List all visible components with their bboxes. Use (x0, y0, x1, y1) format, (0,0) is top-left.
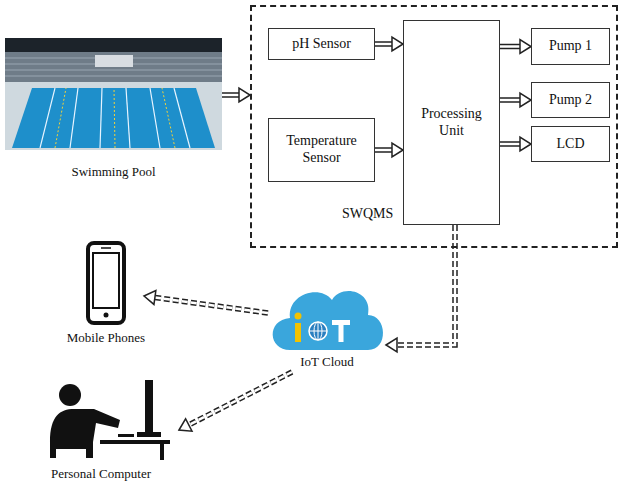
signal-arrow (500, 137, 531, 151)
processing-box: Processing Unit (403, 20, 500, 225)
icon-caption: Swimming Pool (0, 164, 242, 180)
box-label: Processing Unit (409, 106, 494, 140)
signal-arrow (375, 143, 403, 157)
cloud-icon (273, 291, 383, 350)
arrow-head (520, 137, 531, 151)
arrow-head (179, 419, 192, 431)
sensor-box: pH Sensor (268, 28, 375, 60)
phone-node: Mobile Phones (70, 238, 142, 346)
pool-photo (5, 38, 222, 150)
sensor-box: Temperature Sensor (268, 118, 375, 182)
connector-line (153, 297, 268, 313)
icon-caption: Personal Computer (5, 466, 197, 482)
icon-caption: IoT Cloud (248, 354, 406, 370)
box-label: LCD (557, 136, 585, 153)
icon-caption: Mobile Phones (50, 330, 162, 346)
connector-line (187, 372, 292, 426)
connector-line (500, 143, 522, 146)
arrow-head (520, 93, 531, 107)
arrow-head (239, 88, 250, 102)
arrow-head (392, 143, 403, 157)
signal-arrow (222, 88, 250, 102)
output-box: LCD (531, 126, 610, 162)
data-link-arrow (144, 291, 268, 313)
connector-line (153, 297, 268, 313)
signal-arrow (500, 40, 531, 54)
pool-node: Swimming Pool (5, 38, 222, 180)
connector-line (500, 97, 522, 103)
box-label: Pump 2 (549, 92, 592, 109)
connector-line (222, 94, 241, 97)
connector-line (500, 141, 522, 147)
connector-line (375, 149, 394, 152)
box-label: SWQMS (342, 206, 393, 223)
connector-line (500, 44, 522, 50)
data-link-arrow (386, 225, 455, 352)
data-link-arrow (179, 372, 292, 431)
connector-line (500, 99, 522, 102)
signal-arrow (500, 93, 531, 107)
arrow-head (392, 37, 403, 51)
arrow-head (386, 338, 397, 352)
arrow-head (520, 40, 531, 54)
box-label: Pump 1 (549, 38, 592, 55)
computer-node: Personal Computer (25, 378, 177, 482)
signal-arrow (375, 37, 403, 51)
box-label: Temperature Sensor (274, 133, 369, 167)
connector-line (500, 45, 522, 48)
connector-line (375, 43, 394, 46)
output-box: Pump 2 (531, 82, 610, 118)
cloud-node: IoT Cloud (268, 285, 386, 370)
connector-line (187, 372, 292, 426)
connector-line (375, 147, 394, 153)
connector-line (375, 41, 394, 47)
output-box: Pump 1 (531, 28, 610, 65)
system-frame: SWQMS pH SensorTemperature Sensor Processi… (250, 5, 618, 248)
box-label: pH Sensor (292, 36, 351, 53)
connector-line (395, 225, 455, 345)
arrow-head (144, 291, 156, 305)
computer-user-icon (50, 380, 170, 460)
connector-line (395, 225, 455, 345)
connector-line (222, 92, 241, 98)
phone-icon (88, 243, 124, 323)
